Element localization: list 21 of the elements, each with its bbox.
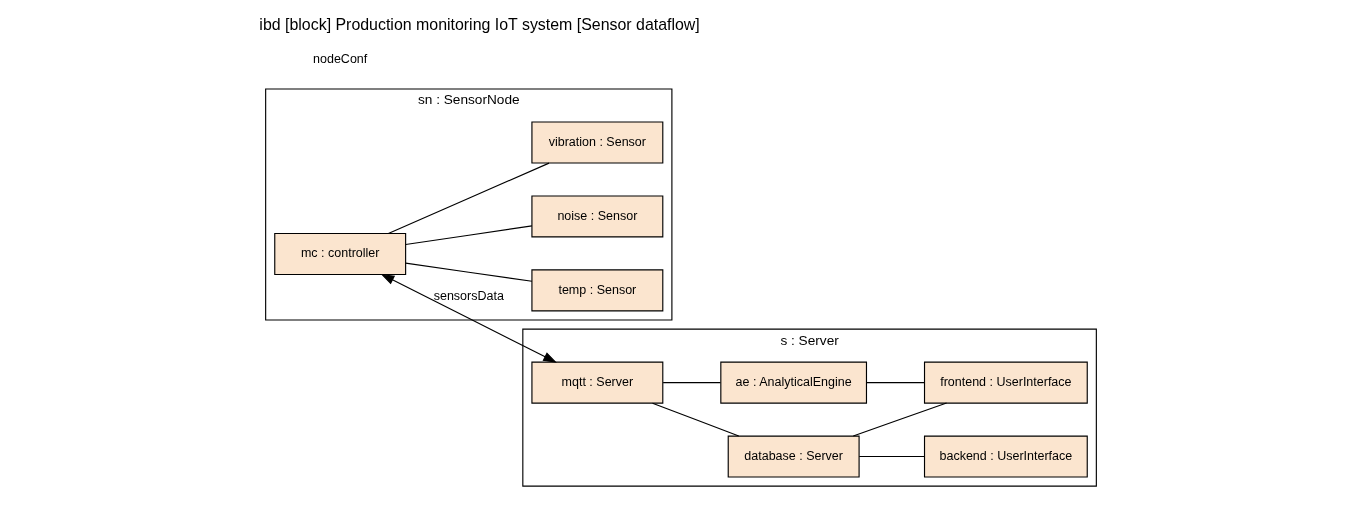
- arrow: [380, 273, 557, 363]
- connector: [858, 456, 925, 458]
- node-box: ae : AnalyticalEngine: [719, 361, 867, 404]
- diagram-title: ibd [block] Production monitoring IoT system [Sensor dataflow]: [258, 16, 700, 34]
- connector: [662, 382, 721, 384]
- connector: [651, 402, 739, 437]
- node-box: database : Server: [727, 435, 860, 478]
- label: nodeConf: [312, 51, 367, 66]
- edge-label: sensorsData: [433, 289, 504, 304]
- connector: [865, 382, 925, 384]
- connector: [387, 162, 550, 234]
- connector: [404, 225, 532, 246]
- node-box: backend : UserInterface: [923, 435, 1088, 478]
- node-box: mc : controller: [273, 232, 406, 276]
- node-box: frontend : UserInterface: [923, 361, 1088, 404]
- connector: [852, 402, 947, 437]
- node-box: temp : Sensor: [530, 269, 663, 312]
- node-box: noise : Sensor: [530, 195, 663, 238]
- node-box: mqtt : Server: [530, 361, 663, 404]
- connector: [404, 262, 532, 282]
- node-box: vibration : Sensor: [530, 121, 663, 164]
